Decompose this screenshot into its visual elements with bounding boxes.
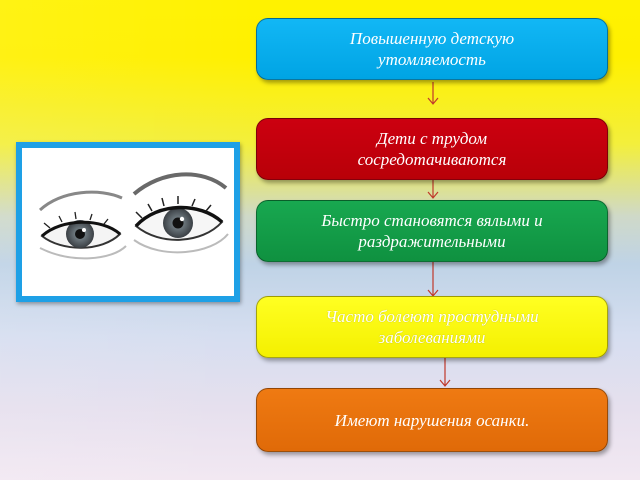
symptom-box-posture: Имеют нарушения осанки. <box>256 388 608 452</box>
symptom-box-concentration: Дети с трудом сосредотачиваются <box>256 118 608 180</box>
symptom-text: Имеют нарушения осанки. <box>334 410 530 430</box>
symptom-text: Повышенную детскую утомляемость <box>349 29 515 69</box>
eyes-image-frame <box>16 142 240 302</box>
arrow-3 <box>426 262 440 298</box>
symptom-box-irritability: Быстро становятся вялыми и раздражительн… <box>256 200 608 262</box>
arrow-4 <box>438 358 452 388</box>
symptom-box-colds: Часто болеют простудными заболеваниями <box>256 296 608 358</box>
eyes-sketch-icon <box>22 148 234 296</box>
symptom-box-fatigue: Повышенную детскую утомляемость <box>256 18 608 80</box>
symptom-text: Быстро становятся вялыми и раздражительн… <box>321 211 543 251</box>
symptom-text: Часто болеют простудными заболеваниями <box>325 307 539 347</box>
arrow-1 <box>426 82 440 106</box>
symptom-text: Дети с трудом сосредотачиваются <box>357 129 507 169</box>
